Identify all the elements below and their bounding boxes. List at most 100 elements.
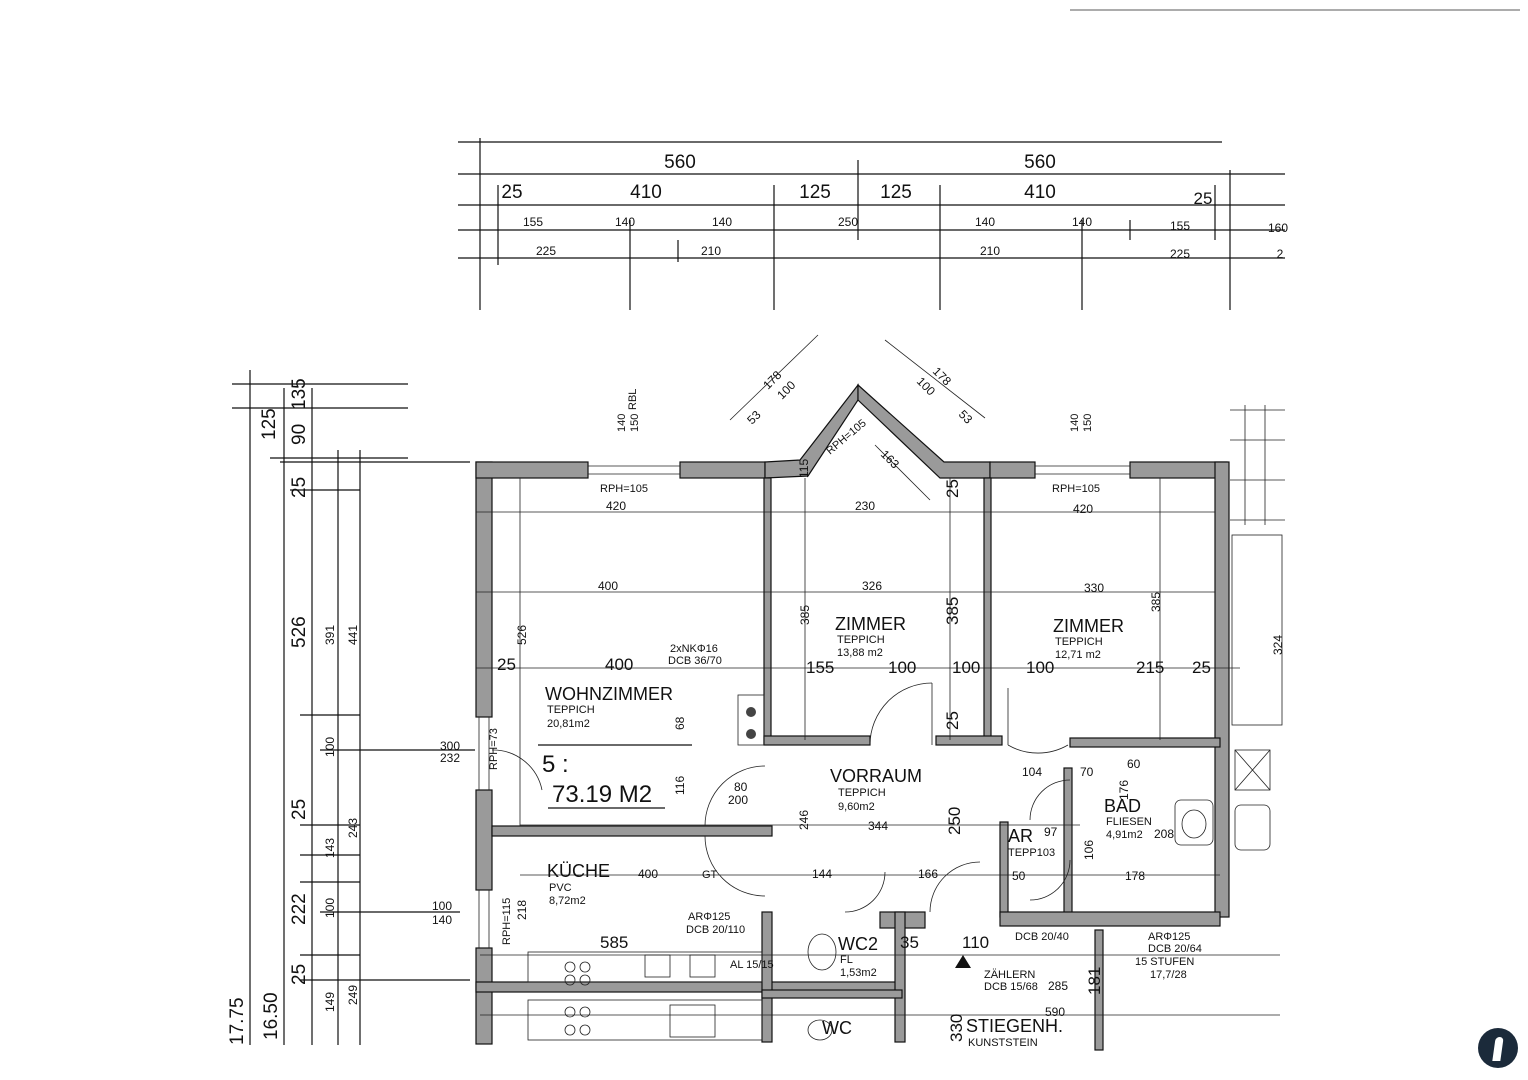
kitchen-counter [527, 951, 763, 1041]
dim-155: 155 [806, 658, 834, 677]
dim-526-inner: 526 [515, 625, 529, 645]
ar-floor: TEPP103 [1008, 847, 1055, 859]
dim-326: 326 [862, 579, 882, 593]
dim-400-b: 400 [605, 655, 633, 674]
dim-106: 106 [1082, 840, 1096, 860]
dim-181: 181 [1085, 967, 1104, 995]
bad-floor: FLIESEN [1106, 816, 1152, 828]
door-swings [491, 682, 1071, 913]
zimmer2-floor: TEPPICH [1055, 636, 1103, 648]
unit-number: 5 : [542, 751, 569, 778]
dim-385-a: 385 [798, 605, 812, 625]
dim-left-441: 441 [346, 625, 360, 645]
dim-100-b: 100 [952, 658, 980, 677]
wohnzimmer-floor: TEPPICH [547, 704, 595, 716]
dim-200: 200 [728, 793, 748, 807]
bad-area: 4,91m2 [1106, 829, 1143, 841]
dim-210-b: 210 [980, 244, 1000, 258]
al-label: AL 15/15 [730, 959, 774, 971]
dim-top-560-left: 560 [664, 152, 696, 173]
dim-110: 110 [962, 933, 989, 952]
bay-115: 115 [797, 459, 811, 478]
stiegenh-floor: KUNSTSTEIN [968, 1037, 1038, 1049]
dim-2: 2 [1277, 247, 1284, 261]
zimmer1-area: 13,88 m2 [837, 647, 883, 659]
dim-left-526: 526 [289, 616, 310, 648]
rph-left: RPH=105 [600, 483, 648, 495]
zaehlern-note: DCB 15/68 [984, 981, 1038, 993]
ar125-label: ARΦ125 [688, 911, 730, 923]
left-dimension-chain: 17.75 125 16.50 135 90 25 526 25 222 25 … [227, 370, 475, 1045]
dim-225-b: 225 [1170, 247, 1190, 261]
dim-left-135: 135 [289, 378, 310, 410]
dim-left-1775: 17.75 [227, 997, 248, 1045]
dim-left-25-b: 25 [289, 799, 310, 820]
dim-left-249: 249 [346, 985, 360, 1005]
dim-246: 246 [797, 810, 811, 830]
dim-left-90: 90 [289, 424, 310, 445]
dim-100-a: 100 [888, 658, 916, 677]
dim-300: 300 [440, 739, 460, 753]
unit-label: 5 : 73.19 M2 [538, 744, 692, 809]
kueche-name: KÜCHE [547, 861, 610, 881]
wc-area: 1,53m2 [840, 967, 877, 979]
dim-25-v: 25 [943, 711, 962, 730]
dim-left-143: 143 [323, 838, 337, 858]
dim-585: 585 [600, 933, 628, 952]
unit-area: 73.19 M2 [552, 781, 652, 808]
bay-25: 25 [943, 479, 962, 498]
stufen-dim: 17,7/28 [1150, 969, 1187, 981]
dim-60: 60 [1127, 757, 1141, 771]
wohnzimmer-area: 20,81m2 [547, 718, 590, 730]
dim-140-c: 140 [975, 215, 995, 229]
dim-70: 70 [1080, 765, 1094, 779]
dim-top-25-right: 25 [1194, 189, 1213, 208]
dim-230: 230 [855, 499, 875, 513]
dcb-2040: DCB 20/40 [1015, 931, 1069, 943]
dim-top-560-right: 560 [1024, 152, 1056, 173]
dim-385-c: 385 [1149, 592, 1163, 612]
top-dimension-chain: 560 560 25 410 125 125 410 25 155 140 14… [458, 138, 1288, 310]
dim-25-a: 25 [497, 655, 516, 674]
inner-dimensions: 420 230 420 400 326 330 25 400 155 100 1… [432, 499, 1285, 1042]
wc-floor: FL [840, 954, 853, 966]
dim-top-125-left: 125 [799, 182, 831, 203]
dim-left-100-b: 100 [323, 898, 337, 918]
dim-208: 208 [1154, 827, 1174, 841]
dim-left-25-c: 25 [289, 964, 310, 985]
dim-top-410-left: 410 [630, 182, 662, 203]
vorraum-name: VORRAUM [830, 766, 922, 786]
vorraum-floor: TEPPICH [838, 787, 886, 799]
dim-590: 590 [1045, 1005, 1065, 1019]
inner-dimension-lines [476, 478, 1280, 1016]
room-vorraum: VORRAUM TEPPICH 9,60m2 [830, 766, 922, 813]
dim-100-d: 100 [432, 899, 452, 913]
dim-25-b: 25 [1192, 658, 1211, 677]
dim-left-100-a: 100 [323, 737, 337, 757]
bay-dimension-ticks [729, 334, 986, 501]
dcb-right: DCB 20/64 [1148, 943, 1202, 955]
dim-104: 104 [1022, 765, 1042, 779]
wc2-name: WC [822, 1018, 852, 1038]
bay-53-b: 53 [956, 407, 976, 427]
vorraum-area: 9,60m2 [838, 801, 875, 813]
dim-330-s: 330 [947, 1014, 966, 1042]
stufen-label: 15 STUFEN [1135, 956, 1194, 968]
dim-210-a: 210 [701, 244, 721, 258]
room-bad: BAD FLIESEN 4,91m2 [1104, 796, 1152, 841]
room-kueche: KÜCHE PVC 8,72m2 [547, 861, 610, 907]
dim-140-b: 140 [712, 215, 732, 229]
ar125-dcb: DCB 20/110 [686, 924, 745, 936]
dim-left-149: 149 [323, 992, 337, 1012]
dim-50: 50 [1012, 869, 1026, 883]
top-150-left: 150 [629, 414, 641, 432]
zimmer2-name: ZIMMER [1053, 616, 1124, 636]
top-140-right: 140 [1069, 414, 1081, 432]
dim-344: 344 [868, 819, 888, 833]
dim-420-right: 420 [1073, 502, 1093, 516]
dim-420-left: 420 [606, 499, 626, 513]
top-150-right: 150 [1082, 414, 1094, 432]
dim-140-d: 140 [1072, 215, 1092, 229]
room-wc: WC2 FL 1,53m2 WC [822, 934, 878, 1038]
dim-178: 178 [1125, 869, 1145, 883]
